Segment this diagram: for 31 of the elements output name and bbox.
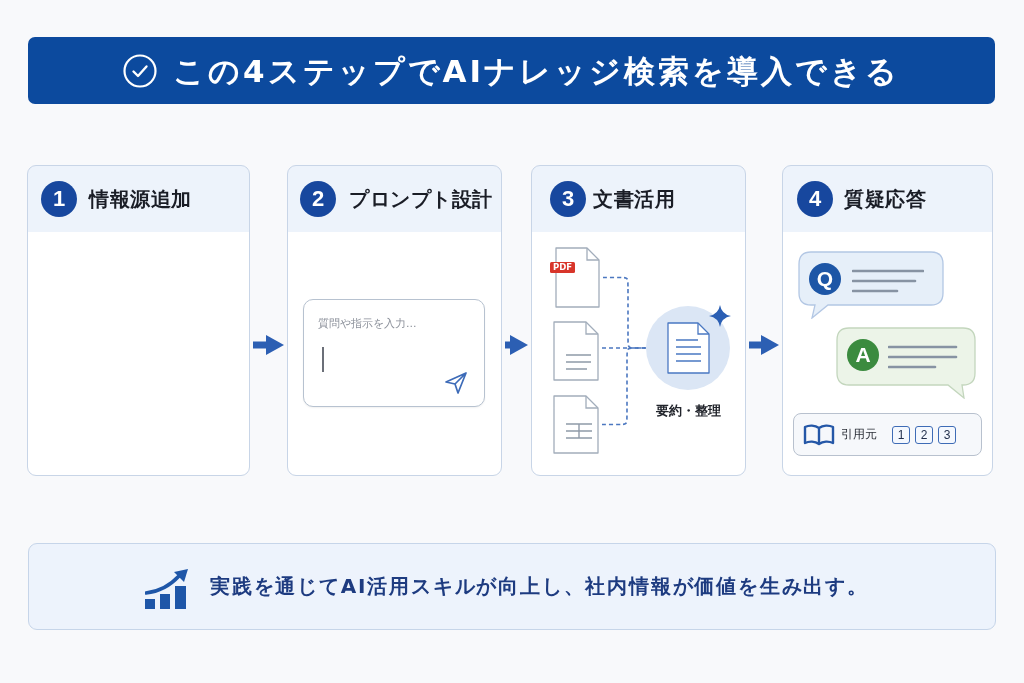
title-text: この4ステップでAIナレッジ検索を導入できる <box>172 51 901 90</box>
citation-number: 2 <box>915 426 933 444</box>
input-field <box>303 299 485 407</box>
step-number: 2 <box>300 181 336 217</box>
speech-bubble <box>798 251 944 319</box>
citation-label: 引用元 <box>841 426 877 443</box>
step-panel <box>782 165 993 476</box>
step-heading: 文書活用 <box>593 186 675 213</box>
arrow <box>505 335 528 355</box>
step-number: 1 <box>41 181 77 217</box>
dashed-connector <box>601 347 647 426</box>
step-number: 4 <box>797 181 833 217</box>
step-panel <box>531 165 746 476</box>
step-heading: 質疑応答 <box>844 186 926 213</box>
node-caption: 要約・整理 <box>654 403 722 419</box>
step-heading: 情報源追加 <box>89 186 192 213</box>
step-panel <box>27 165 250 476</box>
summary-banner <box>28 543 996 630</box>
document-icon <box>553 321 599 381</box>
placeholder-text: 質問や指示を入力... <box>318 317 417 331</box>
step-number: 3 <box>550 181 586 217</box>
step-heading: プロンプト設計 <box>349 186 493 213</box>
citation-number: 1 <box>892 426 910 444</box>
banner-text: 実践を通じてAI活用スキルが向上し、社内情報が価値を生み出す。 <box>210 573 869 600</box>
citation-bar <box>793 413 982 456</box>
speech-bubble <box>836 327 976 399</box>
file-format-tag: PDF <box>550 262 576 273</box>
step-panel <box>287 165 502 476</box>
spreadsheet-icon <box>553 395 599 454</box>
citation-number: 3 <box>938 426 956 444</box>
dashed-connector <box>601 347 647 349</box>
